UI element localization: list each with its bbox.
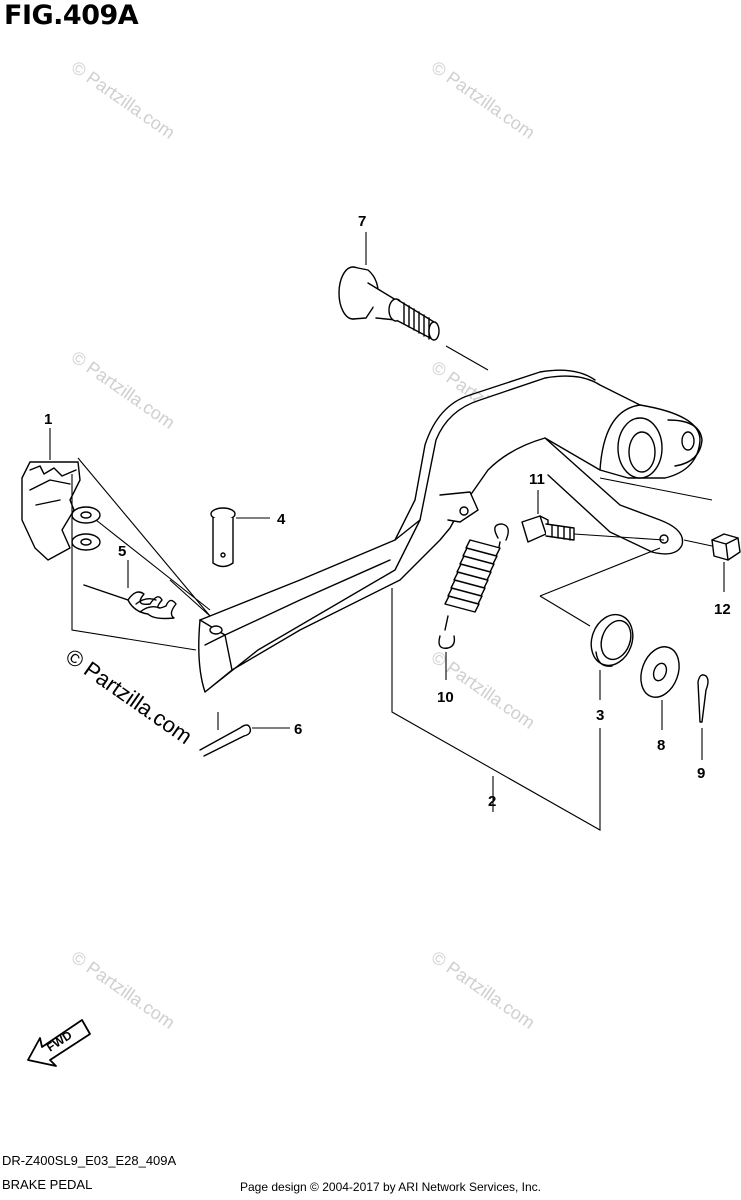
washer-part-8 [640,646,680,698]
clevis-pin-part-4 [210,507,236,568]
callout-label-8: 8 [657,737,665,754]
watermark-text: © Partzilla.com [68,347,179,433]
cotter-pin-part-9 [697,674,709,723]
figure-title: FIG.409A [4,0,139,31]
nut-part-12 [711,533,741,561]
seal-part-3 [590,613,634,667]
callout-label-4: 4 [277,511,286,528]
callout-label-7: 7 [358,213,366,230]
leader-lines [49,232,725,831]
callout-label-9: 9 [697,765,705,782]
watermark-text: © Partzilla.com [428,947,539,1033]
callout-label-10: 10 [437,689,454,706]
pivot-bolt-part-7 [338,266,440,341]
callout-label-12: 12 [714,601,731,618]
copyright-notice: Page design © 2004-2017 by ARI Network S… [240,1180,542,1194]
forward-direction-arrow [27,1019,91,1067]
callout-label-11: 11 [529,471,545,488]
watermark-text: © Partzilla.com [428,57,539,143]
watermark-text: © Partzilla.com [68,947,179,1033]
callout-label-6: 6 [294,721,302,738]
callout-label-2: 2 [488,793,496,810]
bolt-part-11 [521,515,575,543]
callout-label-5: 5 [118,543,126,560]
callout-label-3: 3 [596,707,604,724]
callout-label-1: 1 [44,411,52,428]
model-code: DR-Z400SL9_E03_E28_409A [2,1153,177,1168]
watermark-text: © Partzilla.com [61,644,197,750]
cotter-pin-part-6 [199,724,252,757]
return-spring-part-5 [83,584,177,620]
plate-part-1 [21,461,101,561]
watermark-text: © Partzilla.com [68,57,179,143]
brake-pedal-part-2 [198,369,703,693]
spring-part-10 [438,523,509,649]
section-name: BRAKE PEDAL [2,1177,93,1192]
